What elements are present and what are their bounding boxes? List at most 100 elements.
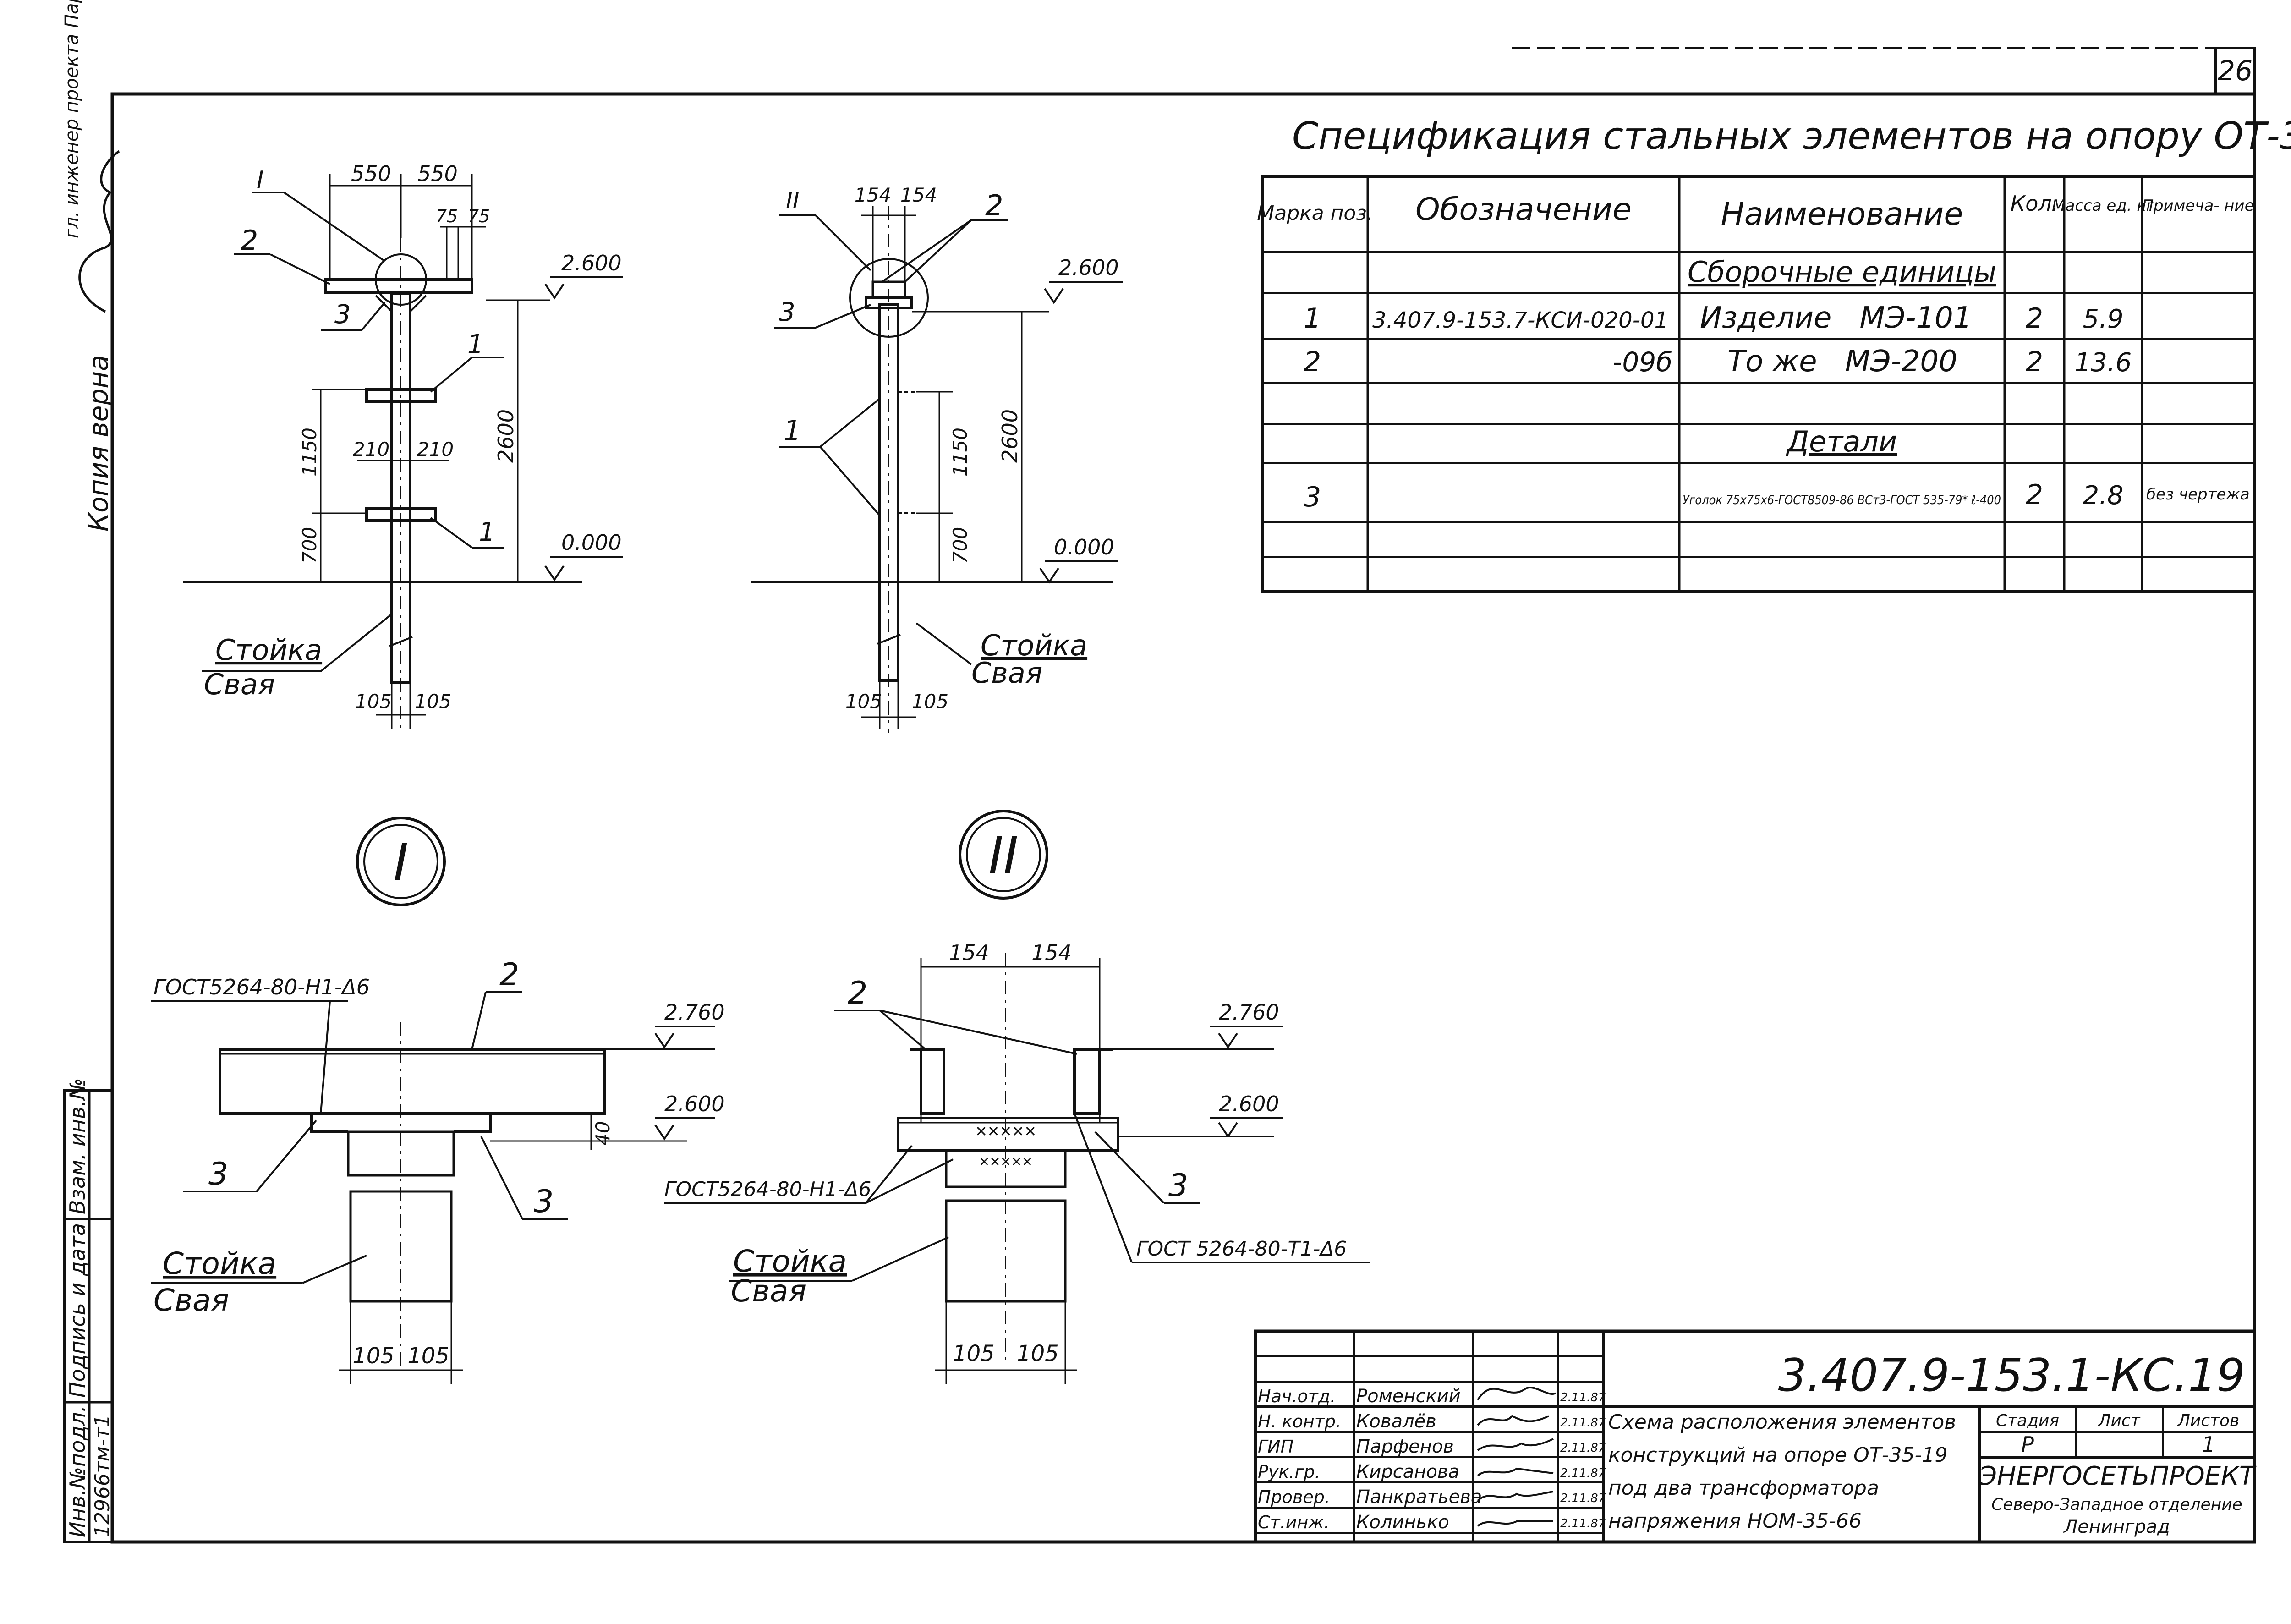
signatures [1477, 1387, 1557, 1527]
name-1: Ковалёв [1356, 1411, 1436, 1432]
row3-name: Уголок 75х75х6-ГОСТ8509-86 ВСт3-ГОСТ 535… [1683, 493, 2001, 507]
v1-pos-3: 3 [334, 300, 351, 329]
v1-pile-label: Свая [204, 668, 275, 701]
inv-original-label: Инв.№подл. [65, 1405, 90, 1537]
sheet-frame [110, 92, 2256, 1544]
view-2-elevation: 154 154 II 2 3 1 1150 700 2600 2.600 0.0… [751, 184, 1123, 733]
sheet-number-box [2214, 47, 2256, 95]
detail-2-channel-left [910, 1048, 945, 1115]
detail-2-weld-a: ГОСТ5264-80-Н1-Δ6 [664, 1178, 871, 1201]
v2-dim-2600: 2600 [998, 409, 1022, 463]
v1-elev-top: 2.600 [561, 251, 622, 275]
row2-designation: -09б [1613, 346, 1673, 378]
detail-2-elev-top: 2.760 [1219, 1000, 1279, 1025]
detail-2-dim-154b: 154 [1031, 940, 1072, 965]
sheets-label: Листов [2177, 1411, 2239, 1430]
v2-pile-label: Свая [971, 656, 1042, 690]
beam-1 [324, 278, 473, 294]
left-stamp-table: Взам. инв.№ Подпись и дата Инв.№подл. 12… [63, 1078, 114, 1543]
v2-dim-1150: 1150 [949, 428, 971, 477]
chief-engineer-note: гл. инженер проекта Парфёнов 3.11.87 [61, 0, 82, 238]
description-line-0: Схема расположения элементов [1608, 1410, 1956, 1434]
detail-2-channel-right [1073, 1048, 1113, 1115]
detail-2-pos-2: 2 [848, 975, 867, 1011]
row1-designation: 3.407.9-153.7-КСИ-020-01 [1372, 307, 1668, 333]
date-0: 2.11.87 [1560, 1391, 1606, 1405]
name-3: Кирсанова [1356, 1461, 1459, 1482]
row2-mass: 13.6 [2075, 348, 2132, 378]
v1-pos-2: 2 [241, 225, 258, 257]
row2-name: То же МЭ-200 [1727, 345, 1957, 379]
v1-pos-1a: 1 [467, 329, 484, 359]
date-5: 2.11.87 [1560, 1517, 1606, 1531]
sign-date-label: Подпись и дата [65, 1223, 90, 1398]
v2-pos-2: 2 [985, 189, 1003, 222]
detail-1-pos-2: 2 [499, 957, 519, 993]
row3-mass: 2.8 [2083, 481, 2123, 510]
detail-2-weld-b: ГОСТ 5264-80-Т1-Δ6 [1136, 1237, 1347, 1261]
v2-dim-105a: 105 [845, 690, 882, 713]
hdr-qty: Кол. [2011, 191, 2059, 216]
org-dept: Северо-Западное отделение [1991, 1495, 2242, 1514]
doc-code: 3.407.9-153.1-КС.19 [1778, 1350, 2245, 1402]
view-1-elevation: 550 550 75 75 I 2 3 1 1 1150 700 2600 [183, 161, 623, 733]
role-5: Ст.инж. [1258, 1512, 1330, 1532]
date-3: 2.11.87 [1560, 1466, 1606, 1480]
row1-pos: 1 [1304, 302, 1321, 335]
svg-text:✕✕✕✕✕: ✕✕✕✕✕ [975, 1123, 1036, 1140]
inv-number: 12966тм-т1 [91, 1415, 114, 1537]
v1-dim-1150: 1150 [298, 428, 321, 477]
v2-elev-ground: 0.000 [1054, 535, 1114, 560]
detail-1-pos-3b: 3 [534, 1184, 554, 1220]
date-4: 2.11.87 [1560, 1492, 1606, 1505]
v2-dim-700: 700 [949, 527, 971, 564]
v1-dim-105a: 105 [355, 690, 392, 713]
role-2: ГИП [1258, 1437, 1293, 1457]
row3-qty: 2 [2026, 479, 2043, 511]
specification-table: Спецификация стальных элементов на опору… [1257, 115, 2291, 593]
role-3: Рук.гр. [1258, 1462, 1321, 1482]
signature-copy [78, 150, 120, 313]
name-4: Панкратьева [1356, 1487, 1482, 1508]
v2-pos-1: 1 [784, 415, 801, 447]
hdr-designation: Обозначение [1415, 192, 1632, 228]
detail-1: I ГОСТ5264-80-Н1-Δ6 2 2.760 2.600 40 3 3… [151, 817, 725, 1384]
stage-value: Р [2021, 1432, 2034, 1457]
detail-2-dim-154a: 154 [949, 940, 989, 965]
detail-1-label: I [394, 833, 408, 892]
v1-pos-1b: 1 [479, 517, 495, 547]
v1-dim-105b: 105 [415, 690, 451, 713]
detail-2-label: II [989, 826, 1019, 885]
hdr-marka: Марка поз. [1257, 202, 1373, 225]
sheets-value: 1 [2202, 1432, 2215, 1457]
org-name: ЭНЕРГОСЕТЬПРОЕКТ [1979, 1461, 2257, 1491]
v1-elev-ground: 0.000 [561, 530, 622, 555]
section-assemblies: Сборочные единицы [1688, 255, 1996, 289]
v1-dim-210a: 210 [353, 438, 389, 461]
detail-1-column: Стойка [163, 1246, 276, 1281]
detail-1-elev-bottom: 2.600 [664, 1092, 725, 1116]
v1-dim-75b: 75 [468, 206, 490, 226]
v2-dim-154a: 154 [855, 184, 891, 206]
detail-1-elev-top: 2.760 [664, 1000, 725, 1025]
detail-1-dim-105a: 105 [352, 1343, 395, 1369]
row3-note: без чертежа [2146, 485, 2250, 504]
role-0: Нач.отд. [1258, 1386, 1336, 1406]
inv-replace-label: Взам. инв.№ [65, 1078, 90, 1214]
sheet-label: Лист [2097, 1411, 2140, 1430]
detail-1-pos-3a: 3 [208, 1156, 228, 1192]
v2-pos-3: 3 [779, 297, 795, 327]
name-2: Парфенов [1356, 1436, 1454, 1457]
row2-qty: 2 [2026, 346, 2043, 378]
sheet-number: 26 [2218, 55, 2253, 87]
detail-2-elev-bottom: 2.600 [1219, 1092, 1279, 1116]
v2-label-II: II [786, 187, 800, 214]
name-0: Роменский [1356, 1386, 1461, 1407]
name-5: Колинько [1356, 1512, 1449, 1533]
v2-elev-top: 2.600 [1058, 255, 1119, 280]
copy-note: Копия верна [83, 355, 114, 532]
date-2: 2.11.87 [1560, 1441, 1606, 1455]
detail-1-dim-105b: 105 [407, 1343, 449, 1369]
detail-2-dim-105b: 105 [1017, 1341, 1059, 1366]
